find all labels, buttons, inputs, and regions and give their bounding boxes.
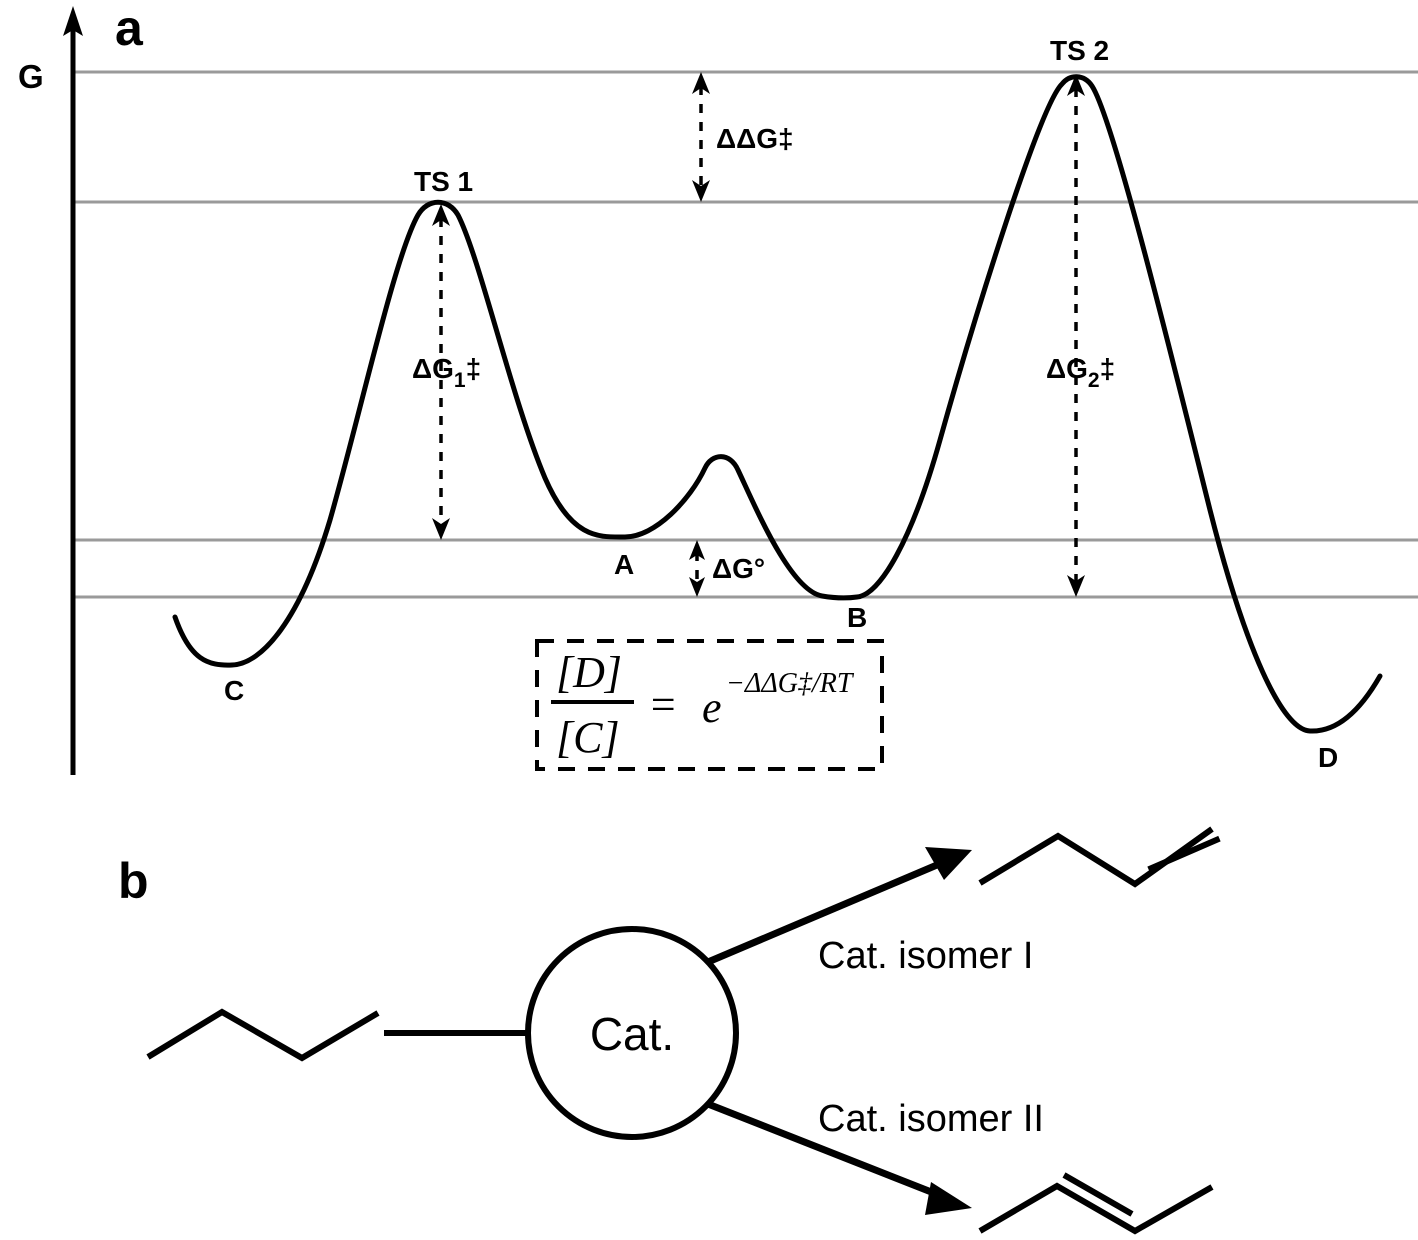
ddg-arrowhead-down xyxy=(692,180,710,202)
dg2-label: ΔG2‡ xyxy=(1046,353,1115,392)
state-label-c: C xyxy=(224,675,244,706)
state-label-ts1: TS 1 xyxy=(414,166,473,197)
product-2-skeleton xyxy=(978,1182,1214,1235)
ddg-arrowhead-up xyxy=(692,72,710,94)
dgstd-arrowhead-down xyxy=(689,577,705,597)
dgstd-label: ΔG° xyxy=(712,553,765,584)
equation-box xyxy=(535,639,884,771)
arrow-to-isomer-1 xyxy=(706,858,946,966)
dg2-superscript: ‡ xyxy=(1100,353,1116,384)
state-label-b: B xyxy=(847,602,867,633)
arrow-to-isomer-2 xyxy=(706,1100,946,1201)
state-label-ts2: TS 2 xyxy=(1050,35,1109,66)
dg1-superscript: ‡ xyxy=(466,353,482,384)
dg2-main: ΔG xyxy=(1046,353,1088,384)
panel-a-group: a G ΔΔG‡ ΔG1‡ ΔG2‡ xyxy=(18,0,1418,775)
y-axis-label: G xyxy=(18,58,44,95)
equation-equals: = xyxy=(648,680,678,729)
dg1-label: ΔG1‡ xyxy=(412,353,481,392)
equation-denominator: [C] xyxy=(556,713,620,762)
dg2-arrowhead-up xyxy=(1067,74,1085,96)
equation-numerator: [D] xyxy=(556,648,622,697)
dgstd-arrowhead-up xyxy=(689,540,705,560)
dg1-main: ΔG xyxy=(412,353,454,384)
product-2-label: Cat. isomer II xyxy=(818,1098,1044,1140)
panel-a-letter: a xyxy=(115,0,144,56)
ddg-label: ΔΔG‡ xyxy=(716,123,794,154)
panel-b-group: b Cat. Cat. isomer I Cat. isomer II xyxy=(118,826,1221,1235)
product-1-double-bond xyxy=(1147,835,1221,873)
product-1-label: Cat. isomer I xyxy=(818,935,1033,977)
catalyst-circle xyxy=(525,926,739,1140)
equation-base: e xyxy=(702,683,722,732)
energy-profile-curve xyxy=(172,74,1383,734)
panel-b-letter: b xyxy=(118,853,149,909)
dg1-arrowhead-up xyxy=(432,204,450,226)
dg1-subscript: 1 xyxy=(454,369,466,392)
equation-exponent: −ΔΔG‡/RT xyxy=(726,668,855,699)
state-label-d: D xyxy=(1318,742,1338,773)
dg1-arrowhead-down xyxy=(432,518,450,540)
catalyst-label: Cat. xyxy=(590,1008,674,1060)
dg2-arrowhead-down xyxy=(1067,575,1085,597)
arrowhead-isomer-1 xyxy=(925,847,972,880)
arrowhead-isomer-2 xyxy=(925,1182,972,1215)
substrate-skeleton xyxy=(146,1008,380,1062)
product-2-double-bond xyxy=(1062,1172,1134,1217)
state-label-a: A xyxy=(614,549,634,580)
dg2-subscript: 2 xyxy=(1088,369,1100,392)
y-axis-arrowhead xyxy=(63,6,83,36)
